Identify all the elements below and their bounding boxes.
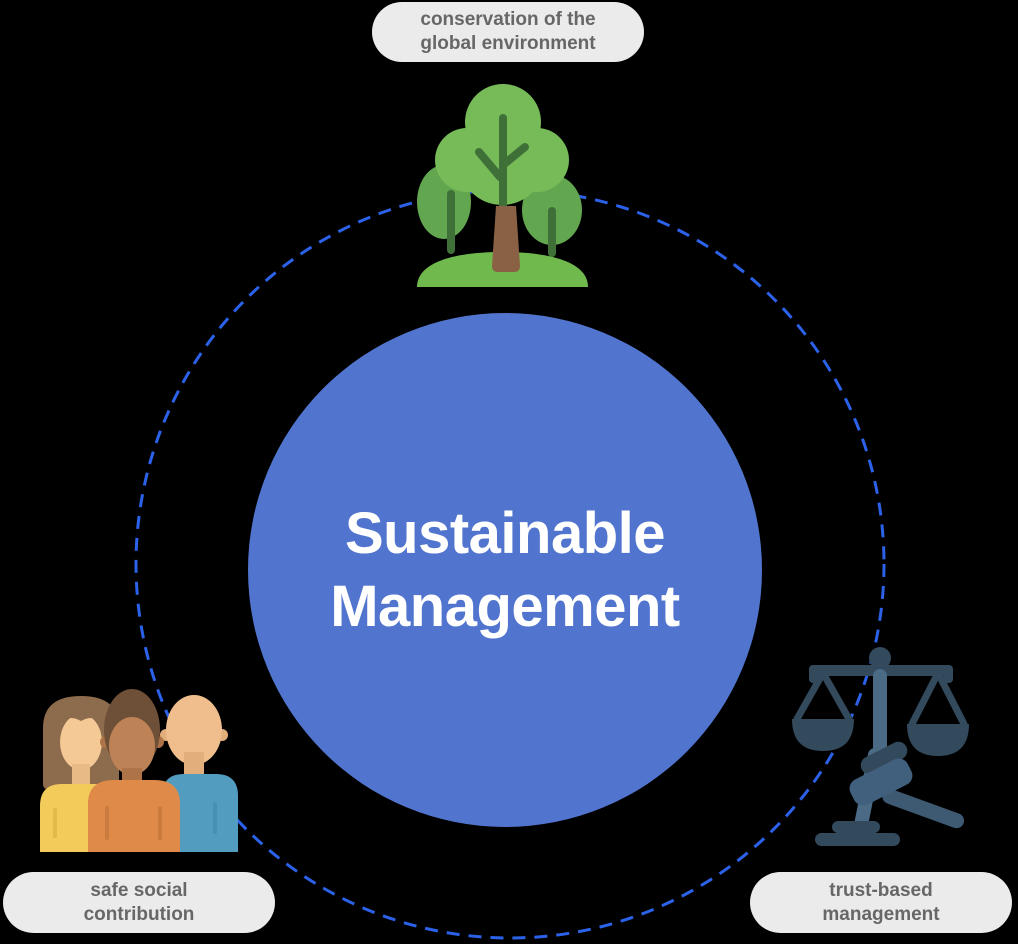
- label-conservation-environment: conservation of the global environment: [372, 2, 644, 62]
- center-circle: Sustainable Management: [248, 313, 762, 827]
- label-trust-based-management: trust-based management: [750, 872, 1012, 933]
- people-icon: [40, 689, 238, 852]
- center-title: Sustainable Management: [330, 501, 680, 639]
- tree-icon: [417, 84, 588, 287]
- label-safe-social-contribution: safe social contribution: [3, 872, 275, 933]
- scales-icon: [792, 647, 969, 846]
